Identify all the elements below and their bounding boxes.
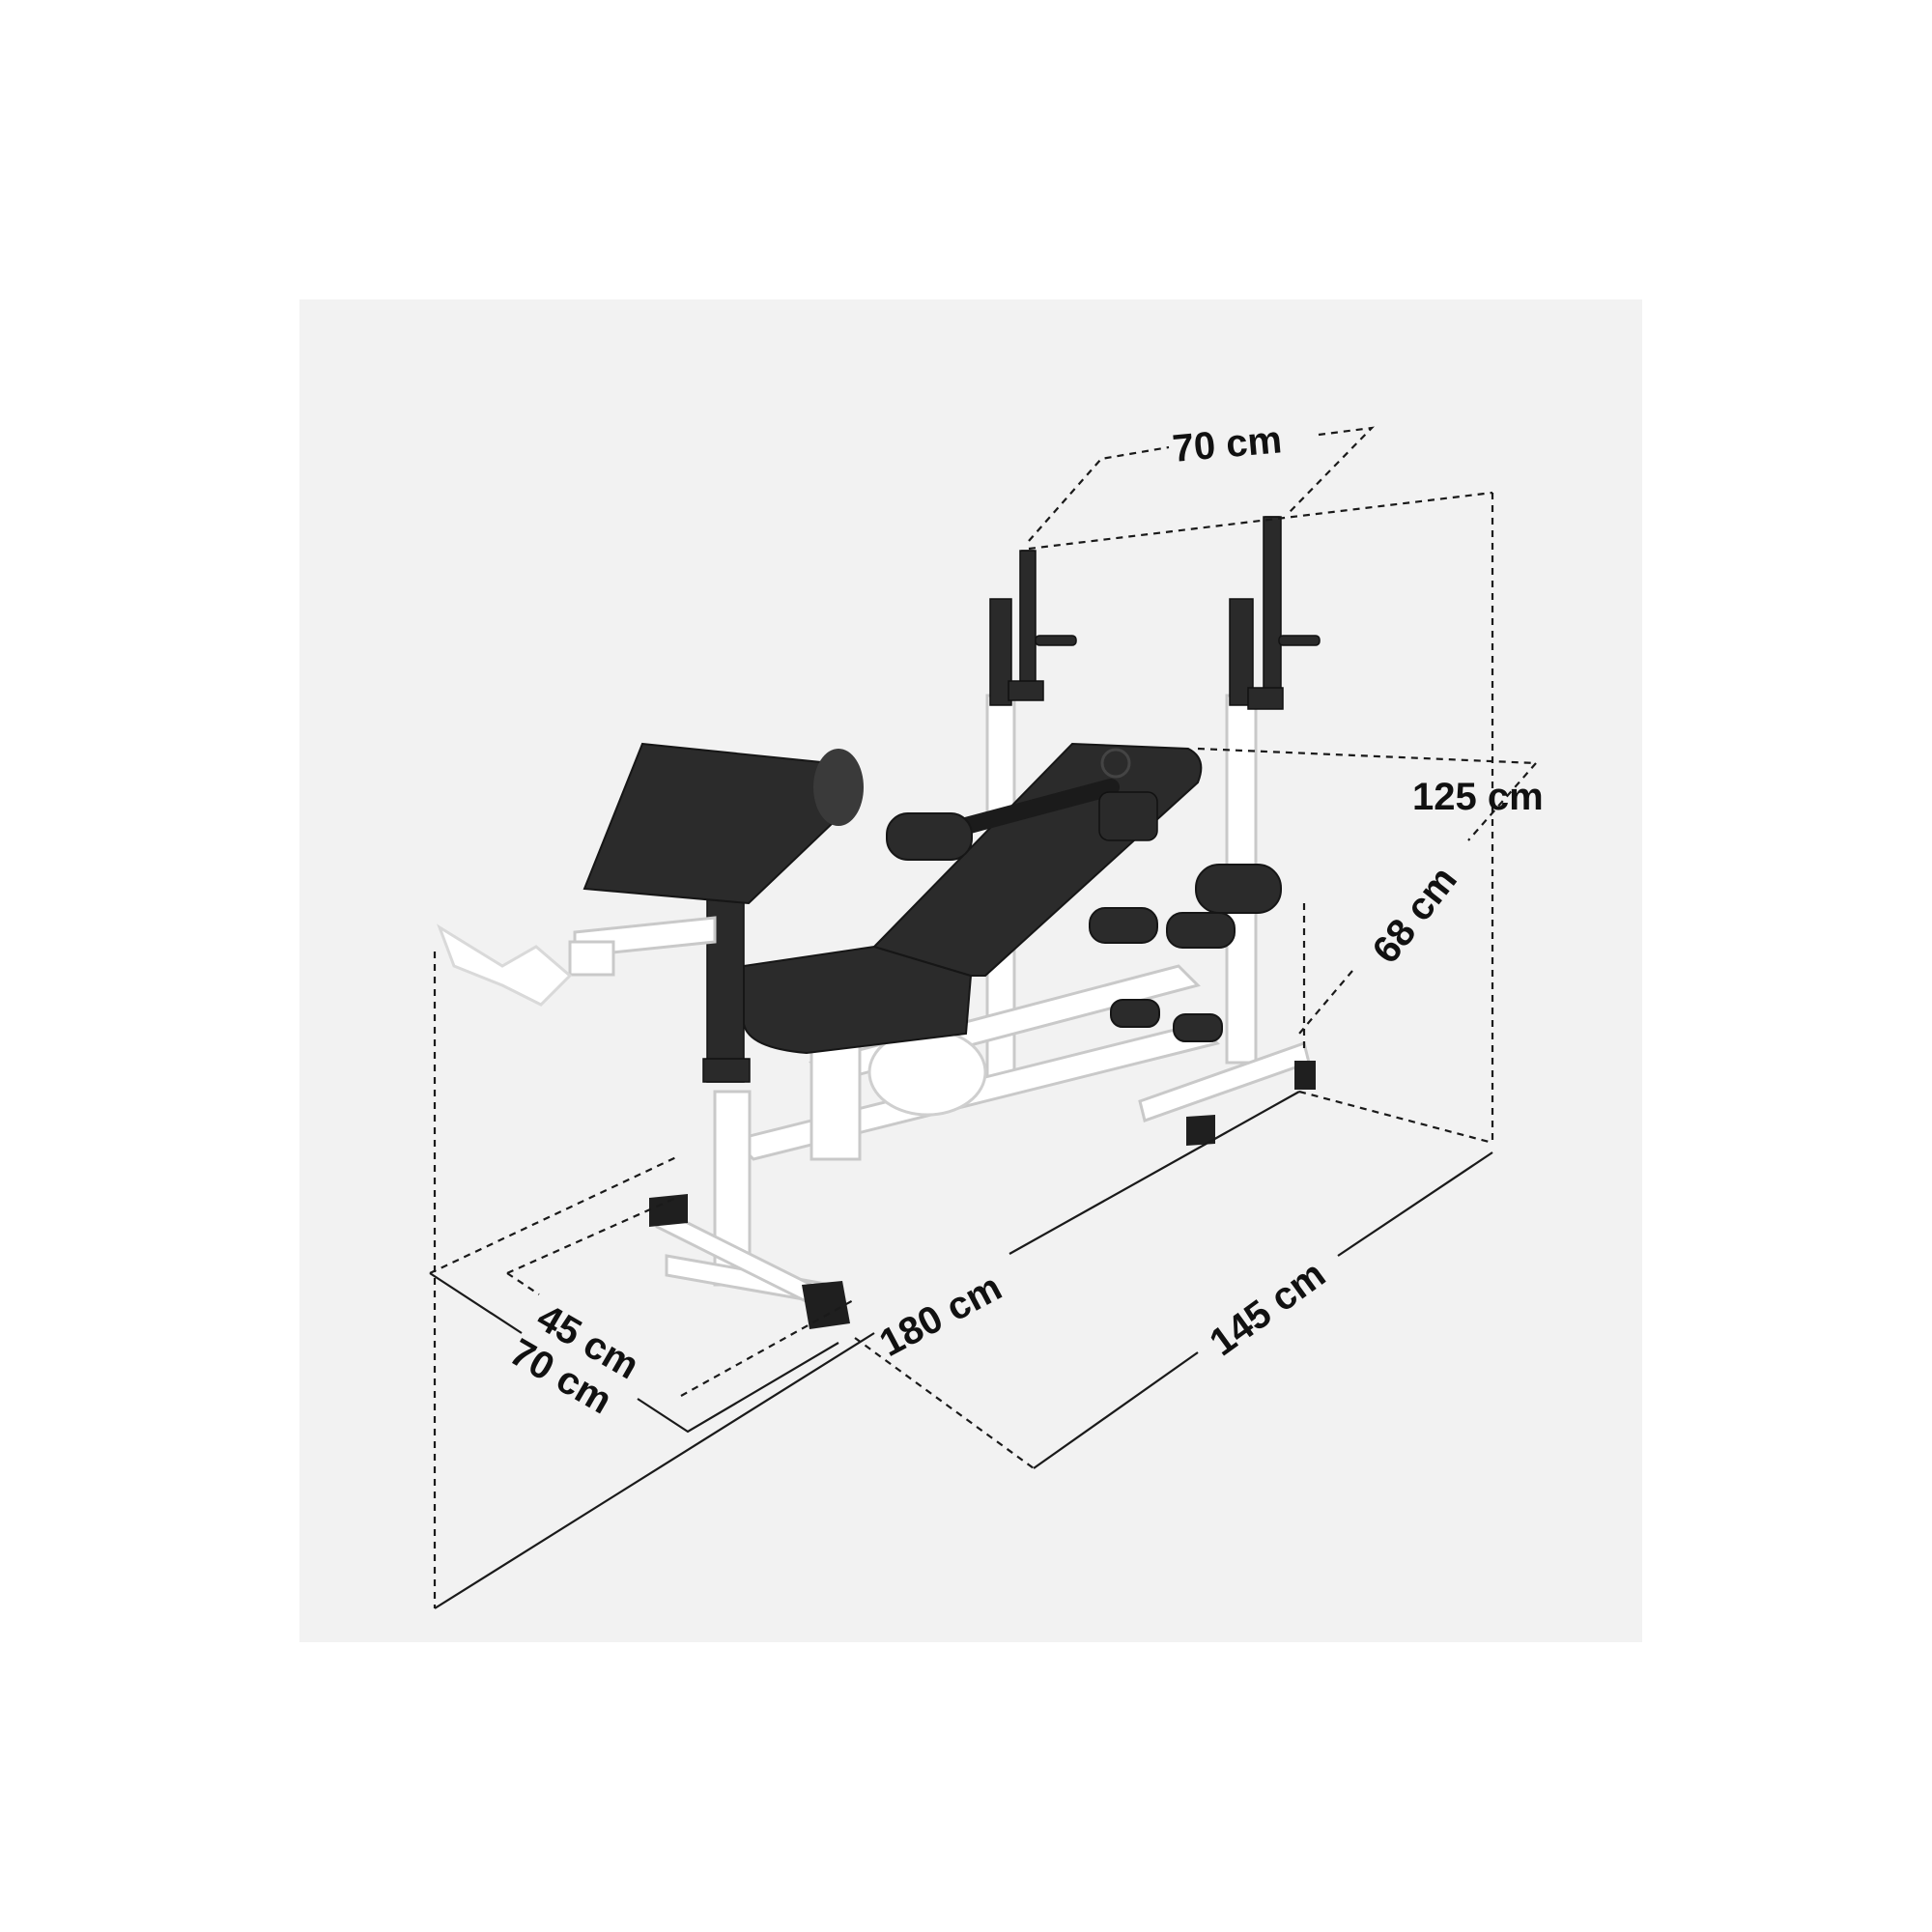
left-rack-post — [989, 598, 1012, 706]
rack-width-line-left — [1028, 445, 1170, 542]
length-line-lower — [434, 1332, 875, 1609]
depth-line-top — [1337, 1151, 1493, 1257]
preacher-arm-sleeve — [568, 940, 615, 977]
depth-line-bottom — [1033, 1351, 1199, 1469]
upper-foam-roller — [886, 812, 973, 861]
rear-left-foot — [1186, 1115, 1215, 1146]
preacher-post-collar — [702, 1058, 751, 1083]
left-hook-guard — [1008, 680, 1044, 701]
bench-height-line — [1467, 762, 1537, 841]
cable-bar — [957, 779, 1120, 835]
seat-width-right — [680, 1298, 856, 1397]
bench-height-line-lower — [1298, 970, 1353, 1035]
seat-width-inner — [506, 1272, 540, 1295]
label-total-height: 125 cm — [1412, 776, 1544, 818]
lower-foam-roller-right — [1166, 912, 1236, 949]
label-rack-width: 70 cm — [1171, 418, 1284, 470]
right-storage-peg — [1278, 635, 1321, 646]
rear-right-foot — [1294, 1061, 1316, 1090]
lower-foam-roller-left — [1089, 907, 1158, 944]
front-left-foot — [649, 1194, 688, 1227]
seat-pad — [743, 945, 973, 1055]
length-line-upper — [1009, 1091, 1300, 1255]
cable-bar-handle — [1098, 791, 1158, 841]
right-upper-post — [1263, 516, 1282, 701]
right-hook-guard — [1247, 687, 1284, 710]
bench-top-reference — [1197, 747, 1537, 765]
length-rear-dashed — [1298, 1090, 1493, 1145]
rear-foam-roller — [1195, 864, 1282, 914]
lower-foam-roller-base-right — [1173, 1013, 1223, 1042]
dimension-lines — [429, 426, 1537, 1609]
base-width-top — [429, 1156, 677, 1274]
preacher-pad-roll — [813, 749, 864, 826]
seat-support — [810, 1041, 862, 1161]
cable-pulley — [1100, 748, 1131, 779]
left-upper-post — [1019, 550, 1037, 696]
rack-width-line-right — [1289, 426, 1375, 513]
left-storage-peg — [1035, 635, 1077, 646]
lower-foam-roller-base-left — [1110, 999, 1160, 1028]
base-width-right — [637, 1342, 839, 1434]
base-width-left — [429, 1272, 523, 1334]
preacher-handle — [437, 923, 573, 1007]
front-right-foot — [802, 1281, 850, 1329]
weight-bench-illustration — [437, 516, 1321, 1329]
seat-width-top — [506, 1196, 677, 1275]
top-reference-line — [1028, 491, 1493, 551]
